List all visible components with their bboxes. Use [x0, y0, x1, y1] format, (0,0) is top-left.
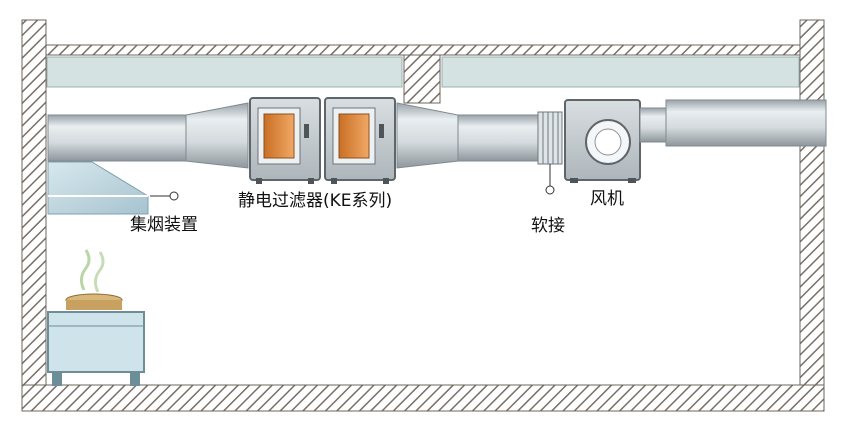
- duct-system: [47, 97, 827, 184]
- smoke-collection-hood: [47, 161, 149, 215]
- floor-slab: [21, 384, 825, 412]
- building-structure: [21, 19, 825, 412]
- callout-markers: [150, 164, 555, 201]
- cooking-stove: [47, 249, 145, 386]
- hood-label: 集烟装置: [130, 215, 198, 235]
- middle-duct: [457, 114, 539, 162]
- reducer-right: [396, 102, 459, 169]
- fan-connector: [639, 107, 667, 143]
- outlet-duct: [665, 99, 827, 147]
- ceiling-beam-right: [441, 56, 800, 88]
- joint-callout-dot: [545, 185, 555, 195]
- fan-label: 风机: [590, 189, 624, 209]
- flexible-joint: [537, 111, 563, 165]
- ceiling-column: [403, 54, 441, 104]
- electrostatic-filter-2: [324, 97, 396, 184]
- filter-label: 静电过滤器(KE系列): [238, 191, 393, 211]
- inlet-duct: [47, 114, 189, 162]
- ceiling-slab: [45, 44, 801, 56]
- electrostatic-filter-1: [249, 97, 321, 184]
- left-wall: [21, 19, 47, 399]
- fan-unit: [564, 99, 641, 183]
- right-wall: [799, 19, 825, 399]
- reducer-left: [185, 102, 249, 169]
- flex-joint-label: 软接: [531, 216, 565, 236]
- ceiling-beam-left: [46, 56, 403, 88]
- hood-callout-dot: [169, 191, 179, 201]
